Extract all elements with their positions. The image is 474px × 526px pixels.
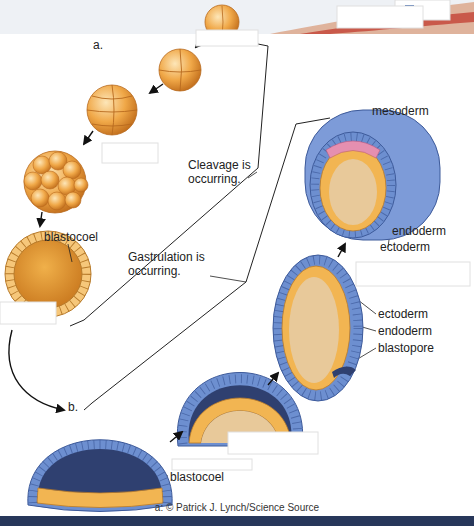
stage-arrow: [9, 330, 64, 410]
blank-label-box: [196, 30, 258, 46]
late-gastrula-section: [278, 260, 358, 396]
four-cell-sphere: [159, 49, 201, 91]
eight-cell-sphere: [87, 85, 137, 135]
late-gastrula-section: [273, 255, 363, 401]
figure-caption: a: © Patrick J. Lynch/Science Source: [0, 502, 474, 514]
leader-line: [68, 120, 392, 476]
blastula-section: [14, 240, 82, 308]
gastrula-tube: [326, 141, 380, 158]
morula-sphere: [31, 189, 49, 207]
tissue-label: blastopore: [378, 341, 434, 355]
bottom-edge: [0, 516, 474, 526]
stage-arrow: [150, 84, 163, 93]
four-cell-sphere: [159, 49, 201, 91]
morula-sphere: [65, 192, 81, 208]
blastula-section: [10, 236, 87, 313]
stage-note: Gastrulation is occurring.: [128, 250, 218, 278]
stage-note: Cleavage is occurring.: [188, 158, 260, 186]
early-gastrula-section: [28, 440, 172, 512]
stage-arrow: [9, 35, 207, 410]
gastrula-tube: [310, 132, 396, 238]
tissue-label: ectoderm: [378, 307, 428, 321]
morula-sphere: [74, 178, 88, 192]
blank-label-box: [0, 6, 470, 470]
stage-arrow: [338, 244, 345, 257]
morula-sphere: [41, 171, 59, 189]
figure-letter: a.: [93, 38, 103, 52]
gastrula-tube: [305, 110, 440, 240]
morula-sphere: [24, 151, 88, 213]
gastrula-tube: [315, 137, 391, 233]
gastrula-tube: [305, 110, 440, 240]
early-gastrula-section: [33, 445, 167, 504]
morula-sphere: [63, 161, 81, 179]
late-gastrula-section: [289, 277, 339, 383]
leader-line: [210, 276, 246, 282]
stage-arrow: [40, 212, 42, 226]
blank-label-box: [356, 262, 470, 286]
blank-label-box: [102, 143, 158, 163]
eight-cell-sphere: [87, 85, 137, 135]
blank-label-box: [337, 6, 423, 28]
late-gastrula-section: [273, 255, 363, 401]
tissue-label: endoderm: [378, 324, 432, 338]
four-cell-sphere: [159, 49, 201, 91]
tissue-label: ectoderm: [380, 240, 430, 254]
morula-sphere: [24, 172, 42, 190]
early-gastrula-section: [28, 440, 172, 512]
early-gastrula-section: [37, 488, 163, 508]
stage-arrow: [84, 131, 93, 144]
leader-line: [68, 244, 72, 262]
eight-cell-sphere: [87, 85, 137, 135]
figure-letter: b.: [68, 400, 78, 414]
gastrula-tube: [329, 159, 377, 225]
morula-sphere: [48, 192, 66, 210]
cavity-label: blastocoel: [170, 470, 224, 484]
stage-arrow: [170, 432, 182, 442]
leader-line: [248, 172, 257, 178]
blank-label-box: [228, 432, 318, 454]
tissue-label: endoderm: [392, 224, 446, 238]
stage-arrow: [268, 373, 278, 385]
blank-label-box: [0, 302, 56, 324]
stage-arrow: [170, 244, 345, 442]
cavity-label: blastocoel: [44, 230, 98, 244]
stage-bracket: [70, 40, 268, 326]
late-gastrula-section: [332, 366, 356, 378]
blank-label-box: [172, 459, 252, 470]
tissue-label: mesoderm: [372, 104, 429, 118]
